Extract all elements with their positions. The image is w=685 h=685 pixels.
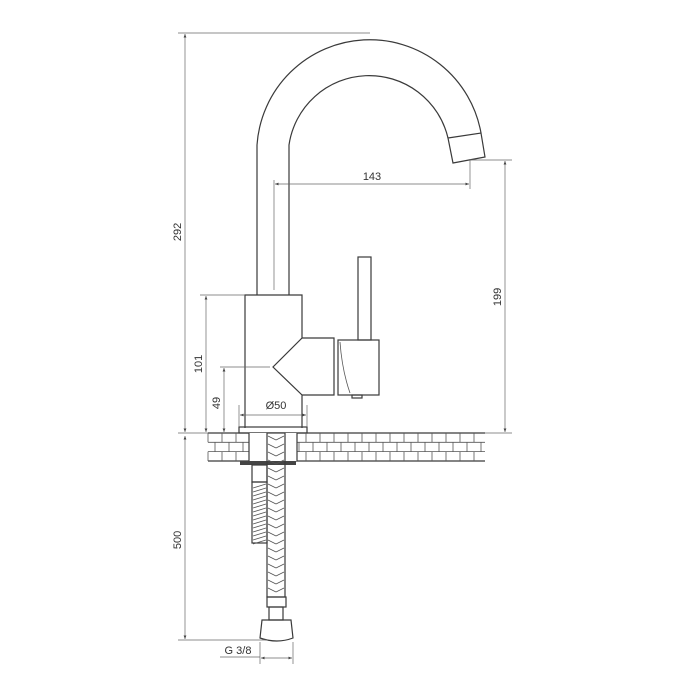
- braid-line: [267, 563, 277, 569]
- thread-line: [252, 519, 267, 525]
- thread-line: [252, 535, 267, 541]
- lever-handle: [357, 256, 372, 341]
- thread-line: [252, 511, 267, 517]
- label-spout-reach: 143: [363, 171, 381, 183]
- label-hose-length: 500: [172, 531, 184, 549]
- braid-line: [267, 547, 277, 553]
- braid-line: [275, 443, 285, 449]
- braid-line: [275, 451, 285, 457]
- label-total-height: 292: [172, 223, 184, 241]
- thread-line: [252, 515, 267, 521]
- braid-line: [267, 587, 277, 593]
- handle-housing: [337, 339, 380, 396]
- aerator: [447, 132, 486, 164]
- dimension-labels: 292 500 101 49 Ø50 143 199 G 3/8: [172, 171, 504, 657]
- braid-line: [267, 499, 277, 505]
- mounting-assembly: [240, 432, 298, 642]
- thread-line: [252, 483, 267, 489]
- label-base-diameter: Ø50: [266, 400, 287, 412]
- braid-line: [267, 579, 277, 585]
- braid-line: [275, 579, 285, 585]
- braid-line: [267, 491, 277, 497]
- label-spout-clearance: 199: [492, 288, 504, 306]
- braid-line: [267, 451, 277, 457]
- braid-line: [275, 475, 285, 481]
- faucet-body: [238, 256, 380, 434]
- thread-line: [252, 523, 267, 529]
- hose-ferrule: [266, 596, 287, 608]
- braid-line: [267, 459, 277, 465]
- braid-line: [275, 483, 285, 489]
- thread-line: [252, 527, 267, 533]
- braid-line: [275, 563, 285, 569]
- braid-line: [267, 539, 277, 545]
- braid-line: [275, 547, 285, 553]
- braid-line: [275, 539, 285, 545]
- connection-nut: [259, 619, 294, 642]
- braid-line: [275, 467, 285, 473]
- thread-line: [252, 507, 267, 513]
- braid-line: [275, 555, 285, 561]
- braid-line: [275, 459, 285, 465]
- braid-line: [275, 491, 285, 497]
- braid-line: [267, 555, 277, 561]
- thread-line: [252, 495, 267, 501]
- braid-line: [275, 523, 285, 529]
- label-body-height: 101: [193, 355, 205, 373]
- thread-line: [252, 487, 267, 493]
- braid-line: [267, 515, 277, 521]
- braid-line: [267, 523, 277, 529]
- thread-line: [252, 531, 267, 537]
- braid-line: [267, 475, 277, 481]
- braid-line: [275, 435, 285, 441]
- braid-line: [275, 531, 285, 537]
- thread-line: [252, 499, 267, 505]
- thread-line: [252, 503, 267, 509]
- braid-line: [267, 507, 277, 513]
- spout: [256, 39, 486, 295]
- braid-line: [275, 587, 285, 593]
- label-connection-thread: G 3/8: [225, 645, 252, 657]
- base-plate: [238, 426, 308, 434]
- braid-line: [275, 515, 285, 521]
- label-outlet-height: 49: [211, 397, 223, 409]
- braid-line: [267, 571, 277, 577]
- thread-line: [252, 491, 267, 497]
- dimension-lines: [178, 32, 512, 664]
- braid-line: [267, 443, 277, 449]
- fixing-plate: [240, 461, 296, 465]
- braid-line: [267, 467, 277, 473]
- braid-line: [275, 499, 285, 505]
- thread-line: [252, 539, 267, 545]
- braid-line: [267, 435, 277, 441]
- braid-line: [275, 507, 285, 513]
- braid-line: [275, 571, 285, 577]
- braid-line: [267, 483, 277, 489]
- braid-line: [267, 531, 277, 537]
